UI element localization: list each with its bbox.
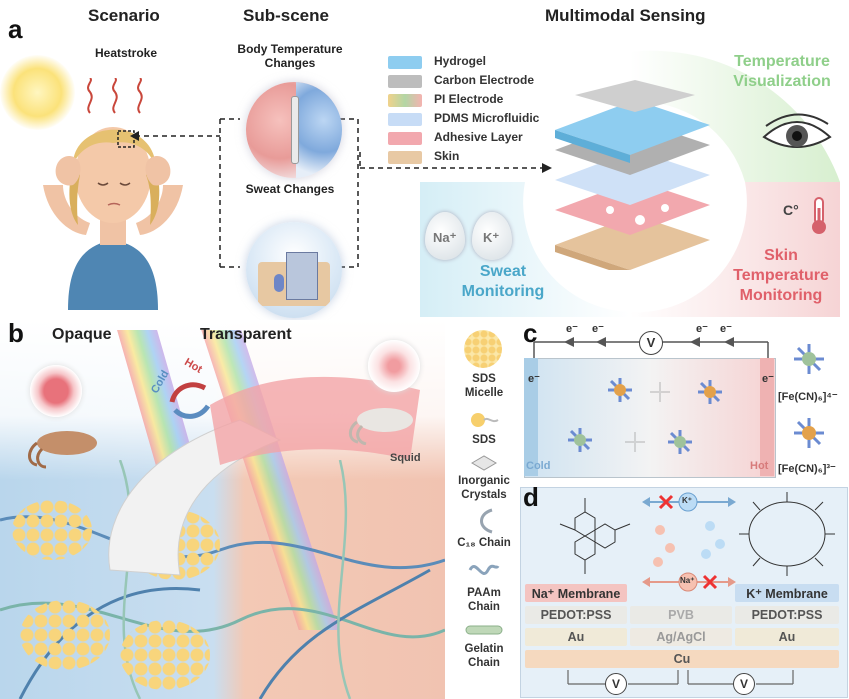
legend-gelatin-chain: Gelatin Chain (448, 642, 520, 670)
ferricyanide-icon (788, 412, 830, 454)
electron-label: e⁻ (566, 322, 578, 335)
au-layer-left: Au (525, 628, 627, 646)
panel-letter-d: d (523, 482, 539, 513)
legend-sds: SDS (448, 434, 520, 446)
electron-label: e⁻ (528, 372, 540, 385)
transparent-label: Transparent (200, 326, 292, 344)
legend-sds-micelle-line2: Micelle (448, 386, 520, 400)
sds-micelle-cluster (20, 600, 110, 670)
skin-temp-label: Skin Temperature Monitoring (716, 246, 846, 306)
c18-chain-icon (472, 508, 496, 534)
skin-temp-line2: Temperature (716, 266, 846, 286)
na-ion-label: Na⁺ (433, 230, 456, 246)
squid-label: Squid (390, 452, 421, 464)
voltmeter-left-label: V (612, 677, 620, 691)
skin-temp-line3: Monitoring (716, 286, 846, 306)
eye-icon (762, 112, 832, 162)
legend-sds-micelle-line1: SDS (448, 372, 520, 386)
sds-micelle-icon (464, 330, 502, 368)
au-layer-right: Au (735, 628, 839, 646)
inorganic-crystal-icon (470, 454, 498, 472)
legend-sds-micelle: SDS Micelle (448, 372, 520, 400)
legend-paam-chain: PAAm Chain (448, 586, 520, 614)
electron-label: e⁻ (762, 372, 774, 385)
skin-temp-line1: Skin (716, 246, 846, 266)
thermometer-icon (808, 196, 830, 236)
opaque-squid-icon (22, 425, 102, 470)
k-ionophore-structure (735, 488, 840, 580)
legend-inorganic-line1: Inorganic (448, 474, 520, 488)
paam-chain-icon (468, 558, 500, 582)
multimodal-title: Multimodal Sensing (545, 6, 706, 26)
sweat-monitoring-label: Sweat Monitoring (448, 262, 558, 302)
k-ion-label: K⁺ (483, 230, 499, 246)
legend-gelatin-line2: Chain (448, 656, 520, 670)
voltmeter-right-label: V (740, 677, 748, 691)
sweat-monitoring-line1: Sweat (448, 262, 558, 282)
legend-gelatin-line1: Gelatin (448, 642, 520, 656)
k-ion-center-label: K⁺ (682, 496, 692, 505)
sds-micelle-cluster (12, 500, 92, 560)
transparent-squid-icon (340, 400, 420, 445)
voltmeter-right-icon: V (733, 673, 755, 695)
voltmeter-label: V (647, 335, 656, 350)
transparent-squid-chromatophore (368, 340, 420, 392)
ferrocyanide-icon (788, 338, 830, 380)
electron-label: e⁻ (720, 322, 732, 335)
temp-visualization-line2: Visualization (722, 72, 842, 92)
panel-letter-b: b (8, 318, 24, 349)
gelatin-chain-icon (464, 622, 504, 638)
body-temp-label: Body Temperature Changes (225, 42, 355, 70)
opaque-label: Opaque (52, 326, 112, 344)
cold-hot-cycle-arrows (160, 380, 220, 420)
voltmeter-left-icon: V (605, 673, 627, 695)
temp-visualization-label: Temperature Visualization (722, 52, 842, 92)
pedot-pss-left: PEDOT:PSS (525, 606, 627, 624)
sweat-changes-circle (246, 222, 342, 318)
legend-c18-chain: C₁₈ Chain (448, 537, 520, 549)
heatstroke-label: Heatstroke (95, 46, 157, 60)
sensor-layer-stack (545, 80, 715, 270)
sweat-monitoring-line2: Monitoring (448, 282, 558, 302)
ion-label-fe4: [Fe(CN)₆]⁴⁻ (778, 390, 838, 403)
agcl-layer: Ag/AgCl (630, 628, 732, 646)
panel-letter-a: a (8, 14, 22, 45)
na-ionophore-structure (545, 488, 645, 580)
k-membrane: K⁺ Membrane (735, 584, 839, 602)
sds-micelle-cluster (120, 620, 210, 690)
opaque-squid-chromatophore (30, 365, 82, 417)
temp-visualization-line1: Temperature (722, 52, 842, 72)
subscene-title: Sub-scene (243, 6, 329, 26)
pedot-pss-right: PEDOT:PSS (735, 606, 839, 624)
legend-paam-line2: Chain (448, 600, 520, 614)
sweat-changes-label: Sweat Changes (225, 182, 355, 196)
legend-inorganic-crystals: Inorganic Crystals (448, 474, 520, 502)
na-ion-center-label: Na⁺ (680, 576, 694, 585)
scenario-title: Scenario (88, 6, 160, 26)
na-membrane: Na⁺ Membrane (525, 584, 627, 602)
cu-layer: Cu (525, 650, 839, 668)
electron-label: e⁻ (696, 322, 708, 335)
electron-label: e⁻ (592, 322, 604, 335)
pvb-layer: PVB (630, 606, 732, 624)
body-temp-circle (246, 82, 342, 178)
legend-paam-line1: PAAm (448, 586, 520, 600)
sds-icon (468, 410, 500, 432)
celsius-label: C° (783, 202, 799, 218)
ion-label-fe3: [Fe(CN)₆]³⁻ (778, 462, 836, 475)
ferricyanide-molecules (540, 362, 760, 472)
legend-inorganic-line2: Crystals (448, 488, 520, 502)
voltmeter-icon: V (639, 331, 663, 355)
panel-d-circuit (528, 668, 838, 698)
